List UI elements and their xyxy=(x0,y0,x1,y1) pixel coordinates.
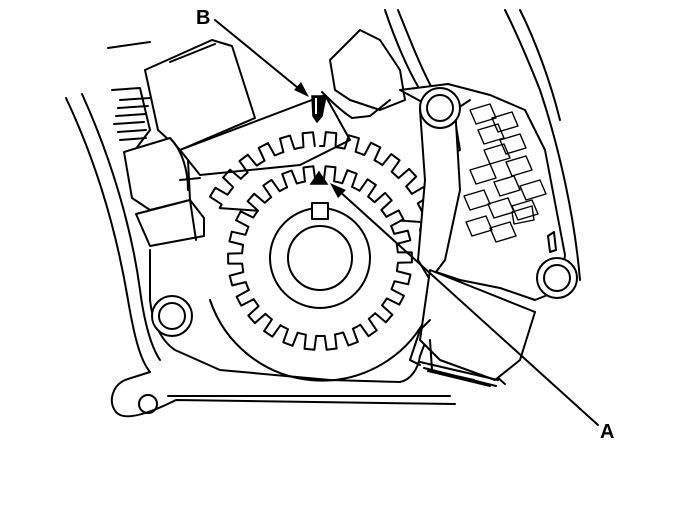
callout-label-a: A xyxy=(600,421,614,443)
callout-a-leader xyxy=(330,183,599,426)
callout-b-leader xyxy=(214,19,309,97)
crankshaft-sprocket xyxy=(227,165,413,351)
bolt-left xyxy=(151,295,193,337)
bolt-right xyxy=(536,257,578,299)
bolt-upper-right xyxy=(419,87,461,129)
sprocket-timing-mark xyxy=(309,170,329,185)
wiring-harness xyxy=(111,87,205,247)
engine-cover-outline xyxy=(65,9,581,418)
cover-plates xyxy=(144,29,406,176)
sprocket-hub xyxy=(269,202,371,309)
tensioner-arm xyxy=(409,105,536,387)
top-dead-center-pointer xyxy=(311,95,327,124)
callout-label-b: B xyxy=(196,7,210,29)
